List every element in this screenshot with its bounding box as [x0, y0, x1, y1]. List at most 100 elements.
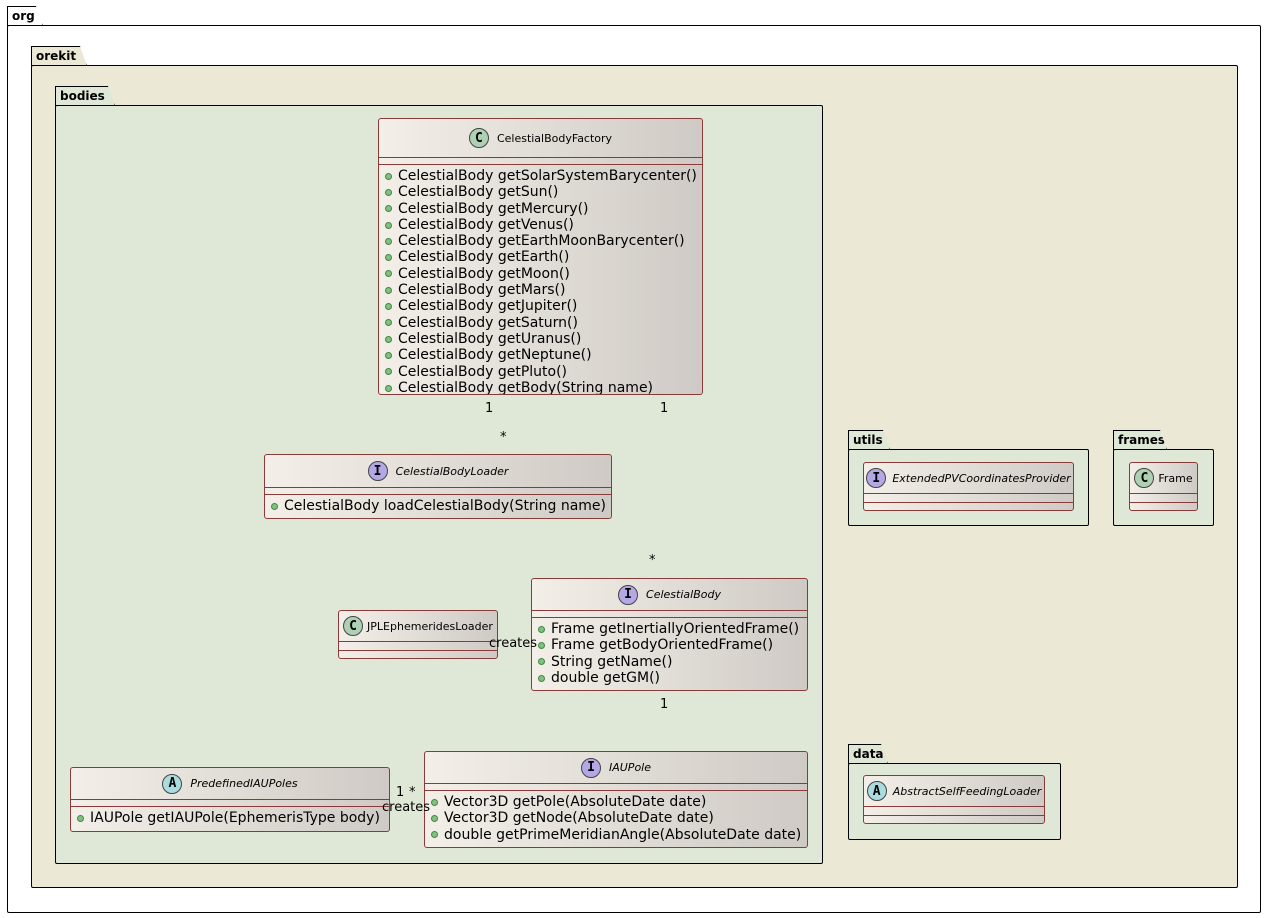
multiplicity-label: 1 [660, 697, 669, 712]
method-signature: CelestialBody getSolarSystemBarycenter() [398, 168, 697, 184]
package-bodies-tab: bodies [55, 86, 115, 106]
class-name: CelestialBody [646, 588, 721, 601]
method-item: CelestialBody getMars() [385, 282, 696, 298]
abstract-badge-icon: A [162, 773, 183, 794]
package-utils-tab: utils [848, 430, 890, 450]
method-item: CelestialBody getSun() [385, 184, 696, 200]
method-signature: CelestialBody loadCelestialBody(String n… [284, 498, 606, 514]
relation-label-creates: creates [489, 636, 538, 651]
method-item: CelestialBody getPluto() [385, 364, 696, 380]
method-signature: CelestialBody getJupiter() [398, 298, 578, 315]
public-visibility-icon [385, 384, 392, 392]
method-signature: CelestialBody getSaturn() [398, 314, 578, 331]
method-item: double getPrimeMeridianAngle(AbsoluteDat… [431, 827, 801, 843]
abstract-self-feeding-loader: A AbstractSelfFeedingLoader [863, 775, 1045, 824]
class-badge-icon: C [343, 616, 364, 636]
relation-label-creates: creates [382, 800, 431, 815]
class-name: PredefinedIAUPoles [190, 777, 298, 790]
method-list: CelestialBody loadCelestialBody(String n… [265, 495, 611, 516]
method-item: Vector3D getPole(AbsoluteDate date) [431, 794, 801, 810]
public-visibility-icon [385, 254, 392, 262]
multiplicity-label: * [649, 553, 656, 568]
method-list: CelestialBody getSolarSystemBarycenter()… [379, 165, 702, 395]
multiplicity-label: * [409, 785, 416, 800]
public-visibility-icon [385, 335, 392, 343]
class-name: CelestialBodyFactory [496, 131, 613, 145]
public-visibility-icon [431, 814, 438, 822]
method-item: CelestialBody getJupiter() [385, 298, 696, 314]
method-signature: Frame getBodyOrientedFrame() [551, 637, 774, 654]
public-visibility-icon [77, 814, 84, 822]
class-frame: C Frame [1129, 462, 1198, 511]
interface-celestial-body-loader: I CelestialBodyLoader CelestialBody load… [264, 454, 612, 519]
public-visibility-icon [385, 319, 392, 327]
public-visibility-icon [385, 368, 392, 376]
class-name: CelestialBodyLoader [395, 464, 509, 478]
interface-extended-pv-coordinates-provider: I ExtendedPVCoordinatesProvider [863, 462, 1074, 511]
method-signature: Frame getInertiallyOrientedFrame() [551, 621, 800, 637]
public-visibility-icon [385, 172, 392, 180]
class-name: AbstractSelfFeedingLoader [892, 784, 1042, 798]
method-item: CelestialBody getSaturn() [385, 315, 696, 331]
method-signature: CelestialBody getMoon() [398, 265, 570, 282]
package-orekit-tab: orekit [31, 46, 87, 66]
public-visibility-icon [385, 303, 392, 311]
method-item: CelestialBody getVenus() [385, 217, 696, 233]
package-frames-tab: frames [1113, 430, 1167, 450]
method-item: Vector3D getNode(AbsoluteDate date) [431, 810, 801, 826]
interface-badge-icon: I [866, 468, 887, 488]
method-item: Frame getBodyOrientedFrame() [538, 637, 801, 653]
class-name: JPLEphemeridesLoader [367, 619, 493, 633]
public-visibility-icon [538, 641, 545, 649]
multiplicity-label: * [500, 430, 507, 445]
method-item: IAUPole getIAUPole(EphemerisType body) [77, 810, 383, 826]
method-list: IAUPole getIAUPole(EphemerisType body) [71, 807, 389, 828]
method-signature: CelestialBody getEarthMoonBarycenter() [398, 233, 685, 250]
public-visibility-icon [385, 270, 392, 278]
class-name: IAUPole [608, 761, 651, 774]
method-item: CelestialBody getSolarSystemBarycenter() [385, 168, 697, 184]
method-signature: String getName() [551, 653, 673, 670]
method-item: double getGM() [538, 670, 801, 686]
method-signature: CelestialBody getSun() [398, 184, 559, 201]
class-badge-icon: C [468, 128, 489, 148]
method-item: Frame getInertiallyOrientedFrame() [538, 621, 801, 637]
multiplicity-label: 1 [485, 401, 494, 416]
method-item: CelestialBody getEarth() [385, 249, 696, 265]
public-visibility-icon [271, 502, 278, 510]
public-visibility-icon [431, 831, 438, 839]
class-celestial-body-factory: C CelestialBodyFactory CelestialBody get… [378, 118, 703, 395]
package-org-tab: org [7, 6, 43, 26]
public-visibility-icon [385, 205, 392, 213]
method-signature: CelestialBody getBody(String name) [398, 379, 654, 395]
method-item: CelestialBody getNeptune() [385, 347, 696, 363]
interface-iau-pole: I IAUPole Vector3D getPole(AbsoluteDate … [424, 751, 808, 848]
interface-badge-icon: I [618, 584, 639, 605]
multiplicity-label: 1 [396, 785, 405, 800]
method-signature: CelestialBody getPluto() [398, 363, 567, 380]
method-item: CelestialBody loadCelestialBody(String n… [271, 498, 606, 514]
abstract-badge-icon: A [866, 781, 887, 801]
method-item: CelestialBody getMoon() [385, 266, 696, 282]
public-visibility-icon [385, 221, 392, 229]
method-signature: double getPrimeMeridianAngle(AbsoluteDat… [444, 826, 802, 843]
class-name: ExtendedPVCoordinatesProvider [892, 471, 1071, 485]
public-visibility-icon [385, 188, 392, 196]
class-badge-icon: C [1134, 468, 1155, 488]
method-signature: Vector3D getNode(AbsoluteDate date) [444, 810, 714, 827]
method-signature: CelestialBody getVenus() [398, 216, 574, 233]
method-item: CelestialBody getMercury() [385, 201, 696, 217]
method-signature: Vector3D getPole(AbsoluteDate date) [444, 794, 707, 810]
method-signature: CelestialBody getNeptune() [398, 347, 592, 364]
method-item: CelestialBody getBody(String name) [385, 379, 696, 395]
public-visibility-icon [538, 625, 545, 633]
multiplicity-label: 1 [660, 401, 669, 416]
method-signature: double getGM() [551, 669, 661, 686]
class-name: Frame [1158, 471, 1193, 485]
public-visibility-icon [385, 286, 392, 294]
method-signature: CelestialBody getMercury() [398, 200, 589, 217]
package-data-tab: data [848, 744, 888, 764]
method-signature: CelestialBody getUranus() [398, 330, 582, 347]
method-signature: CelestialBody getMars() [398, 282, 566, 299]
interface-celestial-body: I CelestialBody Frame getInertiallyOrien… [531, 578, 808, 691]
